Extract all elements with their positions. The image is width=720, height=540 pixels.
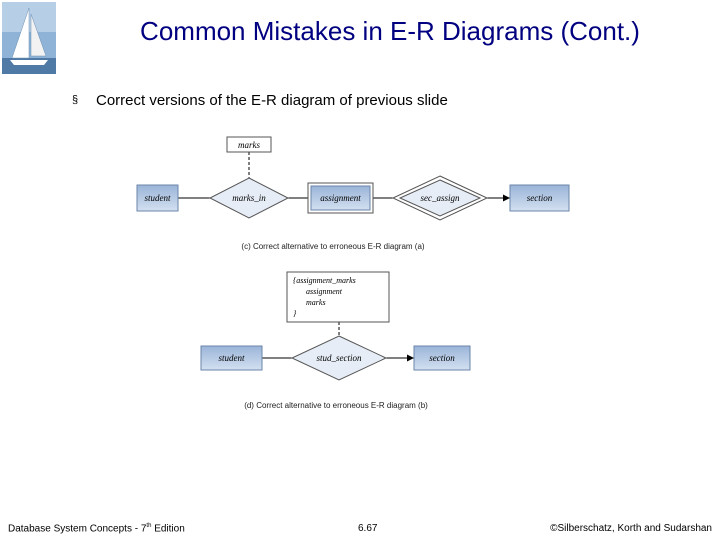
footer-book-suffix: Edition	[151, 523, 185, 535]
footer-book-sup: th	[146, 523, 152, 529]
attribute-line: assignment	[306, 287, 343, 296]
attribute-box-marks: marks	[226, 136, 272, 153]
entity-label: assignment	[320, 193, 361, 203]
relationship-label: stud_section	[317, 353, 362, 363]
entity-label: section	[429, 353, 455, 363]
relationship-marks-in: marks_in	[208, 177, 290, 219]
footer-page-number: 6.67	[358, 523, 378, 534]
entity-label: section	[527, 193, 553, 203]
relationship-stud-section: stud_section	[290, 335, 388, 381]
attribute-box-assignment-marks: {assignment_marks assignment marks }	[286, 271, 390, 323]
diagram-c: marks student marks_in assignment sec_as…	[136, 136, 570, 251]
bullet-text: Correct versions of the E-R diagram of p…	[96, 92, 448, 109]
diagram-caption: (c) Correct alternative to erroneous E-R…	[241, 242, 425, 251]
diagram-d: {assignment_marks assignment marks } stu…	[200, 271, 471, 410]
entity-section: section	[413, 345, 471, 371]
bullet-marker: §	[72, 94, 79, 106]
attribute-line: marks	[306, 298, 326, 307]
entity-section: section	[509, 184, 570, 212]
relationship-sec-assign: sec_assign	[391, 175, 489, 221]
attribute-label: marks	[238, 140, 260, 150]
attribute-line: }	[293, 309, 297, 318]
footer-book-title: Database System Concepts - 7th Edition	[8, 523, 185, 534]
attribute-line: {assignment_marks	[293, 276, 356, 285]
entity-student: student	[200, 345, 263, 371]
entity-student: student	[136, 184, 179, 212]
footer-copyright: ©Silberschatz, Korth and Sudarshan	[550, 523, 712, 534]
sailboat-logo	[2, 2, 56, 74]
diagram-caption: (d) Correct alternative to erroneous E-R…	[244, 401, 428, 410]
relationship-label: marks_in	[232, 193, 266, 203]
relationship-label: sec_assign	[421, 193, 460, 203]
entity-label: student	[145, 193, 171, 203]
entity-assignment: assignment	[307, 182, 374, 214]
slide-title: Common Mistakes in E-R Diagrams (Cont.)	[140, 16, 640, 46]
footer-book-prefix: Database System Concepts - 7	[8, 523, 147, 535]
entity-label: student	[219, 353, 245, 363]
